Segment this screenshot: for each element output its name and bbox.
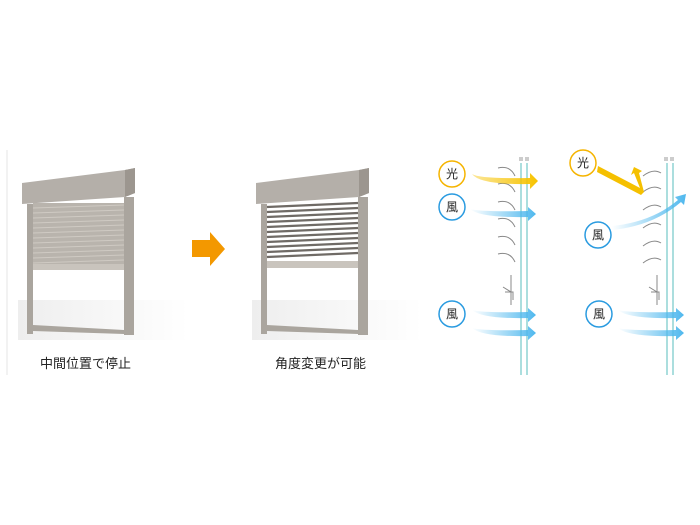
light-arrow bbox=[597, 166, 644, 195]
wind-badge: 風 bbox=[438, 300, 466, 328]
shutter-louver-open-illustration bbox=[252, 168, 422, 340]
caption-angle-adjustable: 角度変更が可能 bbox=[275, 357, 367, 372]
wind-badge: 風 bbox=[438, 193, 466, 221]
light-label: 光 bbox=[446, 167, 458, 181]
shutter-closed-illustration bbox=[18, 168, 188, 340]
wind-label: 風 bbox=[446, 307, 458, 321]
wind-badge: 風 bbox=[585, 300, 613, 328]
caption-stop-midway: 中間位置で停止 bbox=[40, 357, 132, 372]
airflow-diagram-horizontal: 光 風 風 bbox=[438, 157, 538, 375]
transition-arrow-icon bbox=[192, 232, 225, 266]
wind-label: 風 bbox=[446, 200, 458, 214]
wind-label: 風 bbox=[593, 307, 605, 321]
light-arrow bbox=[472, 173, 538, 189]
wind-badge: 風 bbox=[584, 221, 612, 249]
light-label: 光 bbox=[577, 156, 589, 170]
wind-label: 風 bbox=[592, 228, 604, 242]
wind-arrow bbox=[472, 326, 536, 340]
wind-arrow bbox=[470, 207, 536, 221]
wind-arrow bbox=[618, 308, 684, 322]
wind-arrow bbox=[472, 308, 536, 322]
light-badge: 光 bbox=[438, 160, 466, 188]
wind-arrow bbox=[618, 326, 684, 340]
wind-arrow bbox=[612, 194, 686, 230]
airflow-diagram-angled: 光 風 風 bbox=[569, 149, 686, 375]
light-badge: 光 bbox=[569, 149, 597, 177]
